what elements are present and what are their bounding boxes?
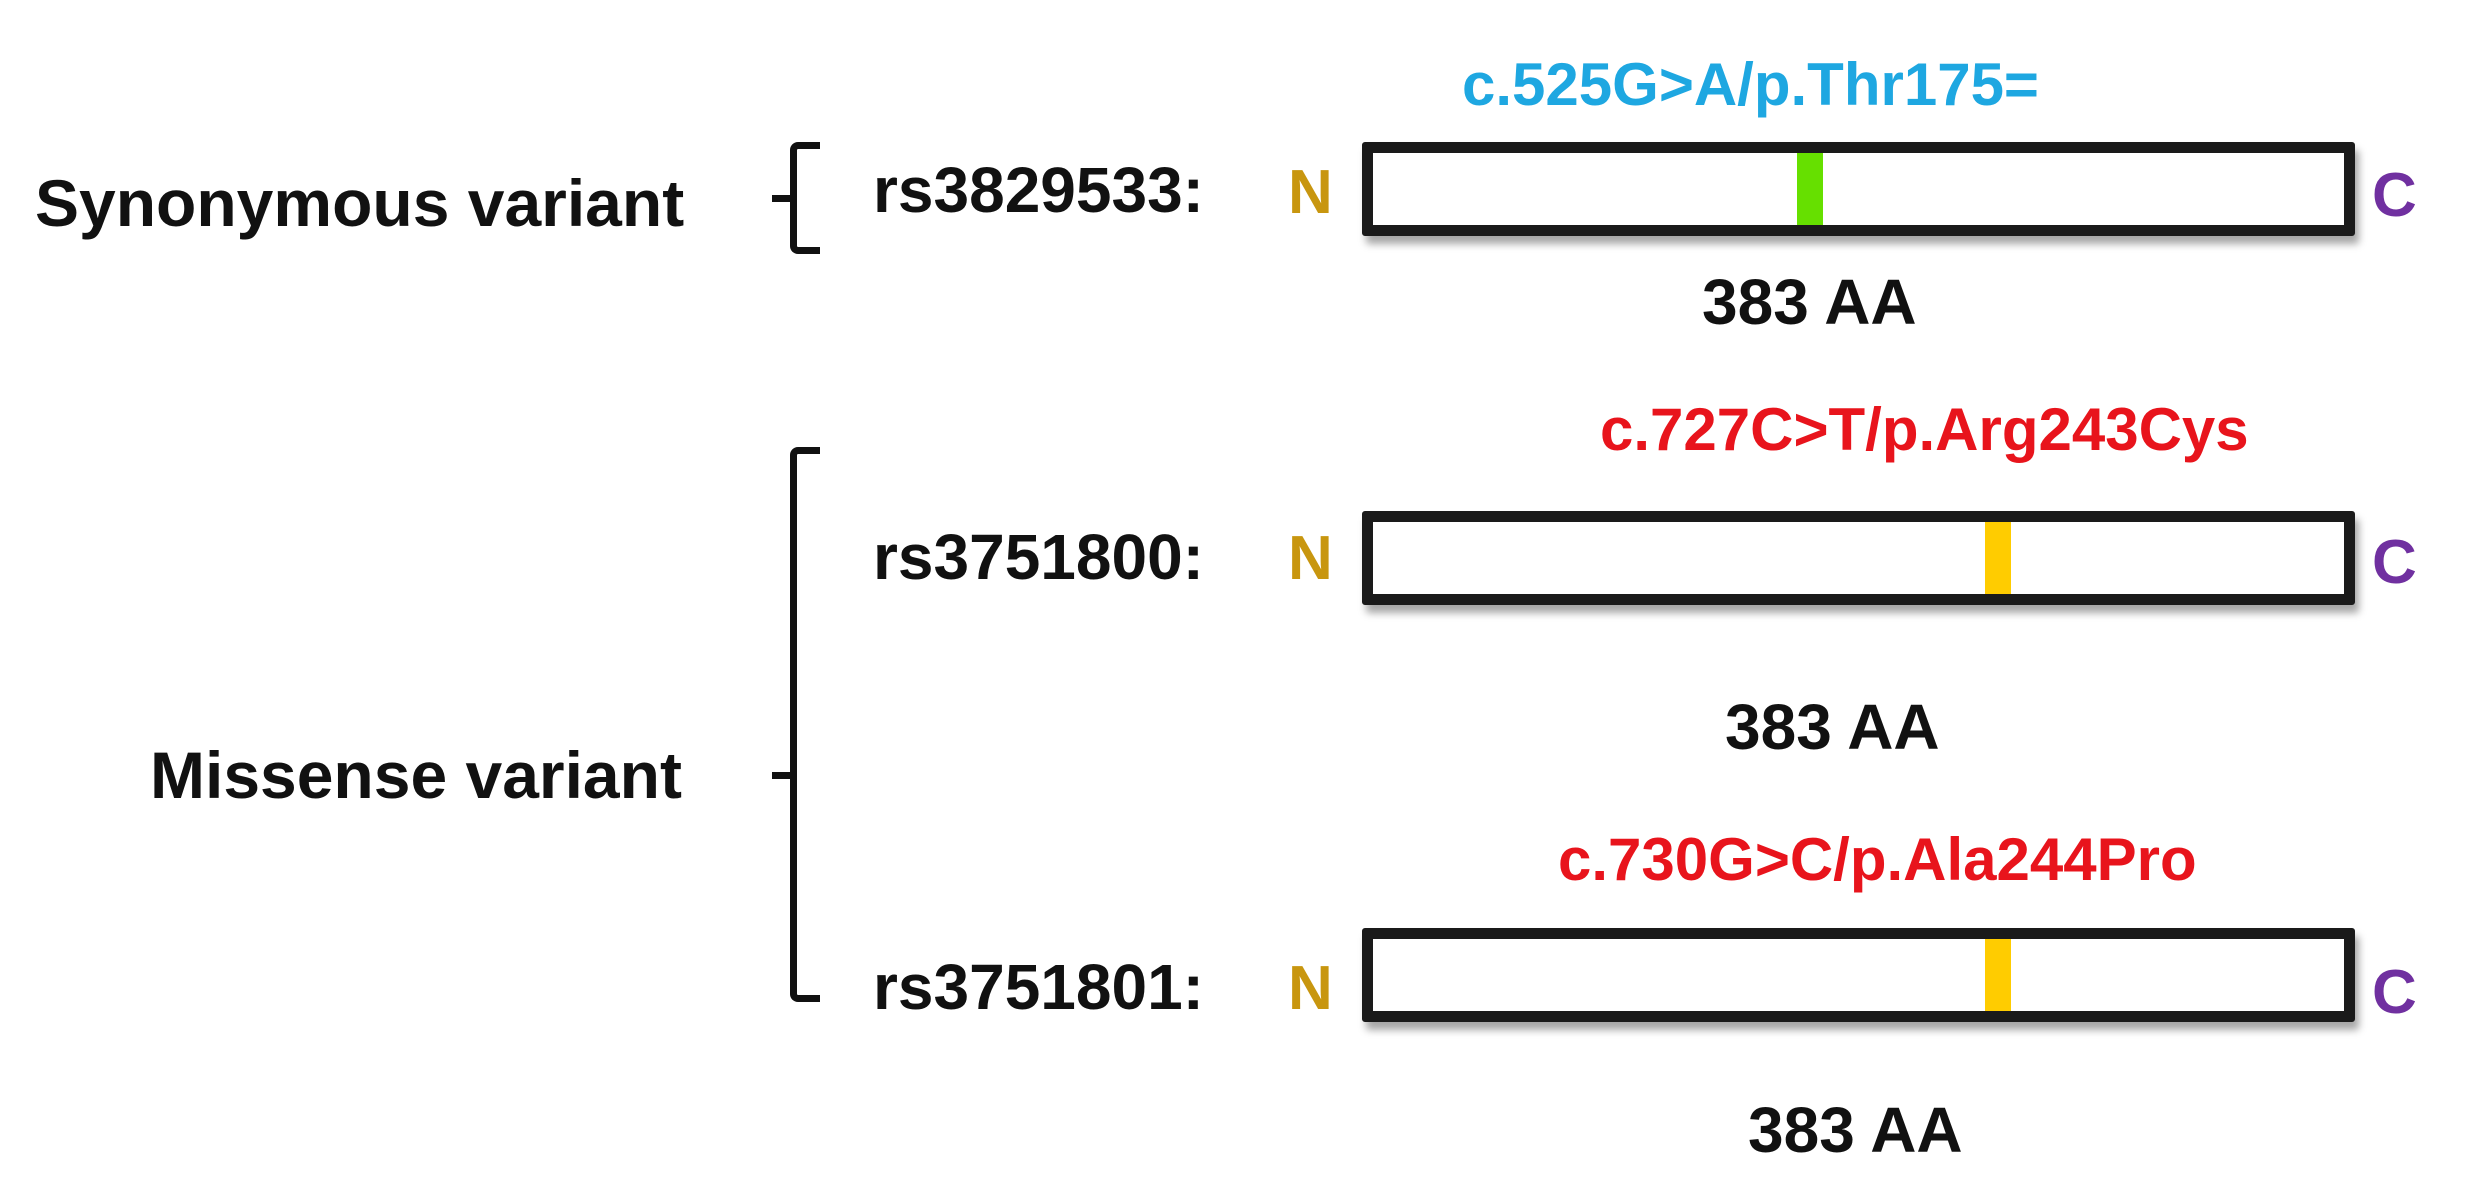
- c-terminus-label: C: [2372, 528, 2417, 597]
- bracket-missense: [790, 447, 820, 1002]
- rsid-label: rs3751801:: [873, 951, 1204, 1023]
- bracket-synonymous-tick: [772, 195, 792, 202]
- bracket-missense-tick: [772, 772, 792, 779]
- c-terminus-label: C: [2372, 958, 2417, 1027]
- c-terminus-label: C: [2372, 161, 2417, 230]
- n-terminus-label: N: [1288, 158, 1333, 227]
- bracket-synonymous: [790, 142, 820, 254]
- protein-length-label: 383 AA: [1702, 266, 1917, 338]
- hgvs-label-rs3751800: c.727C>T/p.Arg243Cys: [1600, 396, 2249, 463]
- hgvs-label-rs3751801: c.730G>C/p.Ala244Pro: [1558, 826, 2197, 893]
- protein-bar-rs3751800: [1362, 511, 2355, 605]
- hgvs-label-rs3829533: c.525G>A/p.Thr175=: [1462, 51, 2039, 118]
- protein-bar-rs3751801: [1362, 928, 2355, 1022]
- group-label-missense: Missense variant: [150, 738, 682, 812]
- variant-marker-yellow: [1985, 522, 2011, 594]
- protein-length-label: 383 AA: [1725, 691, 1940, 763]
- group-label-synonymous: Synonymous variant: [35, 166, 685, 240]
- variant-marker-green: [1797, 153, 1823, 225]
- rsid-label: rs3751800:: [873, 521, 1204, 593]
- n-terminus-label: N: [1288, 954, 1333, 1023]
- n-terminus-label: N: [1288, 524, 1333, 593]
- protein-bar-rs3829533: [1362, 142, 2355, 236]
- variant-marker-yellow: [1985, 939, 2011, 1011]
- protein-length-label: 383 AA: [1748, 1094, 1963, 1166]
- rsid-label: rs3829533:: [873, 154, 1204, 226]
